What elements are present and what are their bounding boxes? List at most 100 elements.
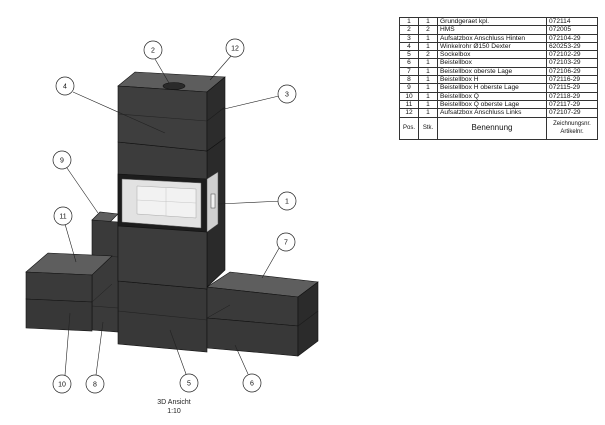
row-qty: 1 — [418, 66, 438, 77]
row-code: 072102-29 — [546, 50, 598, 60]
row-name: Sockelbox — [437, 50, 547, 60]
view-title: 3D Ansicht — [157, 399, 191, 406]
row-pos: 4 — [399, 41, 419, 52]
row-pos: 5 — [399, 50, 419, 60]
svg-text:4: 4 — [63, 84, 67, 91]
row-name: Grundgeraet kpl. — [437, 16, 547, 27]
top-box-front — [117, 85, 208, 152]
row-pos: 11 — [399, 99, 419, 110]
flue-outlet — [162, 82, 186, 90]
row-qty: 1 — [418, 16, 438, 27]
row-qty: 1 — [418, 75, 438, 85]
row-code: 072117-29 — [546, 99, 598, 110]
header-name: Benennung — [437, 116, 547, 140]
row-pos: 6 — [399, 58, 419, 68]
row-qty: 1 — [418, 41, 438, 52]
svg-text:10: 10 — [58, 382, 66, 389]
row-code: 072116-29 — [546, 75, 598, 85]
left-box-front-lower — [25, 298, 93, 332]
row-code: 072115-29 — [546, 83, 598, 93]
row-name: Beistellbox oberste Lage — [437, 66, 547, 77]
row-name: Beistellbox H — [437, 75, 547, 85]
row-name: Beistellbox H oberste Lage — [437, 83, 547, 93]
row-pos: 8 — [399, 75, 419, 85]
header-pos: Pos. — [399, 116, 419, 140]
row-qty: 1 — [418, 108, 438, 118]
row-code: 072118-29 — [546, 91, 598, 101]
svg-text:7: 7 — [284, 240, 288, 247]
callout-5: 5 — [179, 373, 199, 393]
row-code: 072005 — [546, 25, 598, 35]
callout-4: 4 — [55, 76, 75, 96]
row-pos: 9 — [399, 83, 419, 93]
callout-12: 12 — [225, 38, 245, 58]
callout-3: 3 — [277, 84, 297, 104]
base-box-front — [117, 280, 208, 353]
column-front — [91, 219, 119, 333]
row-qty: 1 — [418, 58, 438, 68]
row-pos: 10 — [399, 91, 419, 101]
svg-text:12: 12 — [231, 46, 239, 53]
callout-6: 6 — [242, 373, 262, 393]
row-qty: 2 — [418, 50, 438, 60]
row-code: 072114 — [546, 16, 598, 27]
row-pos: 1 — [399, 16, 419, 27]
callout-8: 8 — [85, 374, 105, 394]
view-caption: 3D Ansicht 1:10 — [136, 398, 212, 416]
row-name: Beistellbox Q — [437, 91, 547, 101]
svg-text:3: 3 — [285, 92, 289, 99]
row-name: Aufsatzbox Anschluss Hinten — [437, 33, 547, 43]
callout-9: 9 — [52, 150, 72, 170]
row-name: Beistellbox Q oberste Lage — [437, 99, 547, 110]
row-code: 620253-29 — [546, 41, 598, 52]
row-pos: 12 — [399, 108, 419, 118]
row-code: 072103-29 — [546, 58, 598, 68]
callout-10: 10 — [52, 374, 72, 394]
row-qty: 1 — [418, 33, 438, 43]
left-box-front-upper — [25, 271, 93, 303]
row-qty: 1 — [418, 83, 438, 93]
svg-text:8: 8 — [93, 382, 97, 389]
row-pos: 2 — [399, 25, 419, 35]
row-code: 072106-29 — [546, 66, 598, 77]
row-pos: 3 — [399, 33, 419, 43]
door-handle — [210, 193, 216, 209]
row-code: 072107-29 — [546, 108, 598, 118]
firebox-back-wall — [136, 185, 197, 219]
row-name: Winkelrohr Ø150 Dexter — [437, 41, 547, 52]
svg-text:9: 9 — [60, 158, 64, 165]
svg-text:6: 6 — [250, 381, 254, 388]
view-scale: 1:10 — [167, 408, 181, 415]
svg-text:1: 1 — [285, 199, 289, 206]
callout-7: 7 — [276, 232, 296, 252]
leader-lines — [64, 55, 284, 376]
parts-list-header: Pos. Stk. Benennung Zeichnungsnr. Artike… — [399, 116, 598, 140]
row-name: HMS — [437, 25, 547, 35]
row-qty: 1 — [418, 91, 438, 101]
header-qty: Stk. — [418, 116, 438, 140]
row-name: Aufsatzbox Anschluss Links — [437, 108, 547, 118]
row-qty: 1 — [418, 99, 438, 110]
svg-text:2: 2 — [151, 48, 155, 55]
row-name: Beistellbox — [437, 58, 547, 68]
callout-1: 1 — [277, 191, 297, 211]
row-qty: 2 — [418, 25, 438, 35]
right-box-side — [297, 281, 319, 357]
callout-11: 11 — [53, 206, 73, 226]
